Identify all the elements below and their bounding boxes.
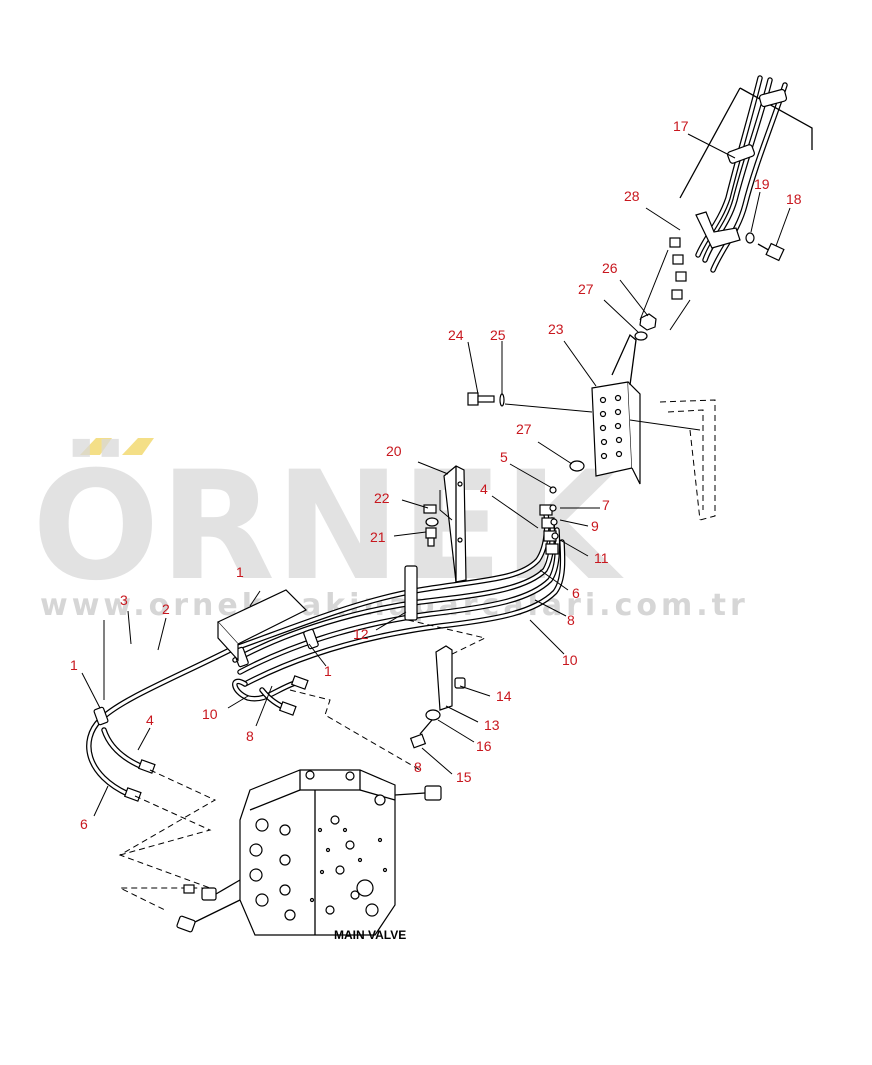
callout-3: 3: [120, 592, 128, 608]
watermark-accent-marks: [80, 438, 154, 455]
callout-1-top: 1: [236, 564, 244, 580]
main-valve-label: MAIN VALVE: [334, 928, 406, 942]
callout-6-right: 6: [572, 585, 580, 601]
callout-23: 23: [548, 321, 564, 337]
callout-9: 9: [591, 518, 599, 534]
callout-19: 19: [754, 176, 770, 192]
bolt-24: [467, 392, 505, 407]
callout-8-lower: 8: [414, 759, 422, 775]
callout-15: 15: [456, 769, 472, 785]
bolt-18: [757, 242, 785, 262]
callout-6-left: 6: [80, 816, 88, 832]
bracket-20: [423, 465, 467, 583]
callout-26: 26: [602, 260, 618, 276]
callout-8-right: 8: [567, 612, 575, 628]
callout-7: 7: [602, 497, 610, 513]
callout-25: 25: [490, 327, 506, 343]
callout-16: 16: [476, 738, 492, 754]
bolt-21: [425, 527, 437, 547]
callout-20: 20: [386, 443, 402, 459]
callout-1-middle: 1: [324, 663, 332, 679]
callout-numbers: 17 18 19 28 26 27 23 24 25 27 20 22 21 5…: [70, 118, 802, 832]
callout-24: 24: [448, 327, 464, 343]
callout-4-right: 4: [480, 481, 488, 497]
callout-10-left: 10: [202, 706, 218, 722]
leader-lines: [81, 133, 791, 817]
callout-1-left: 1: [70, 657, 78, 673]
bracket-13: [409, 645, 466, 749]
callout-2: 2: [162, 601, 170, 617]
main-valve: MAIN VALVE: [176, 769, 442, 942]
callout-12: 12: [353, 626, 369, 642]
watermark: ÖRNEK www.ornekmakinaparcalari.com.tr: [32, 438, 745, 623]
bolt-15: [409, 719, 433, 749]
callout-21: 21: [370, 529, 386, 545]
callout-17: 17: [673, 118, 689, 134]
bracket-plate-23: [504, 313, 701, 485]
clamp-box-1: [217, 589, 308, 662]
fittings-28: [669, 237, 687, 300]
frame-outline: [659, 399, 716, 521]
callout-18: 18: [786, 191, 802, 207]
upper-hose-bundle: [639, 75, 813, 331]
callout-13: 13: [484, 717, 500, 733]
callout-8-left: 8: [246, 728, 254, 744]
callout-4-left: 4: [146, 712, 154, 728]
callout-28: 28: [624, 188, 640, 204]
callout-10-right: 10: [562, 652, 578, 668]
callout-27-upper: 27: [578, 281, 594, 297]
main-hose-run: [86, 486, 566, 802]
fitting-cluster: [539, 486, 559, 555]
callout-22: 22: [374, 490, 390, 506]
callout-14: 14: [496, 688, 512, 704]
routing-guides: [103, 619, 487, 911]
callout-11: 11: [594, 550, 609, 566]
callout-5: 5: [500, 449, 508, 465]
callout-27-lower: 27: [516, 421, 532, 437]
